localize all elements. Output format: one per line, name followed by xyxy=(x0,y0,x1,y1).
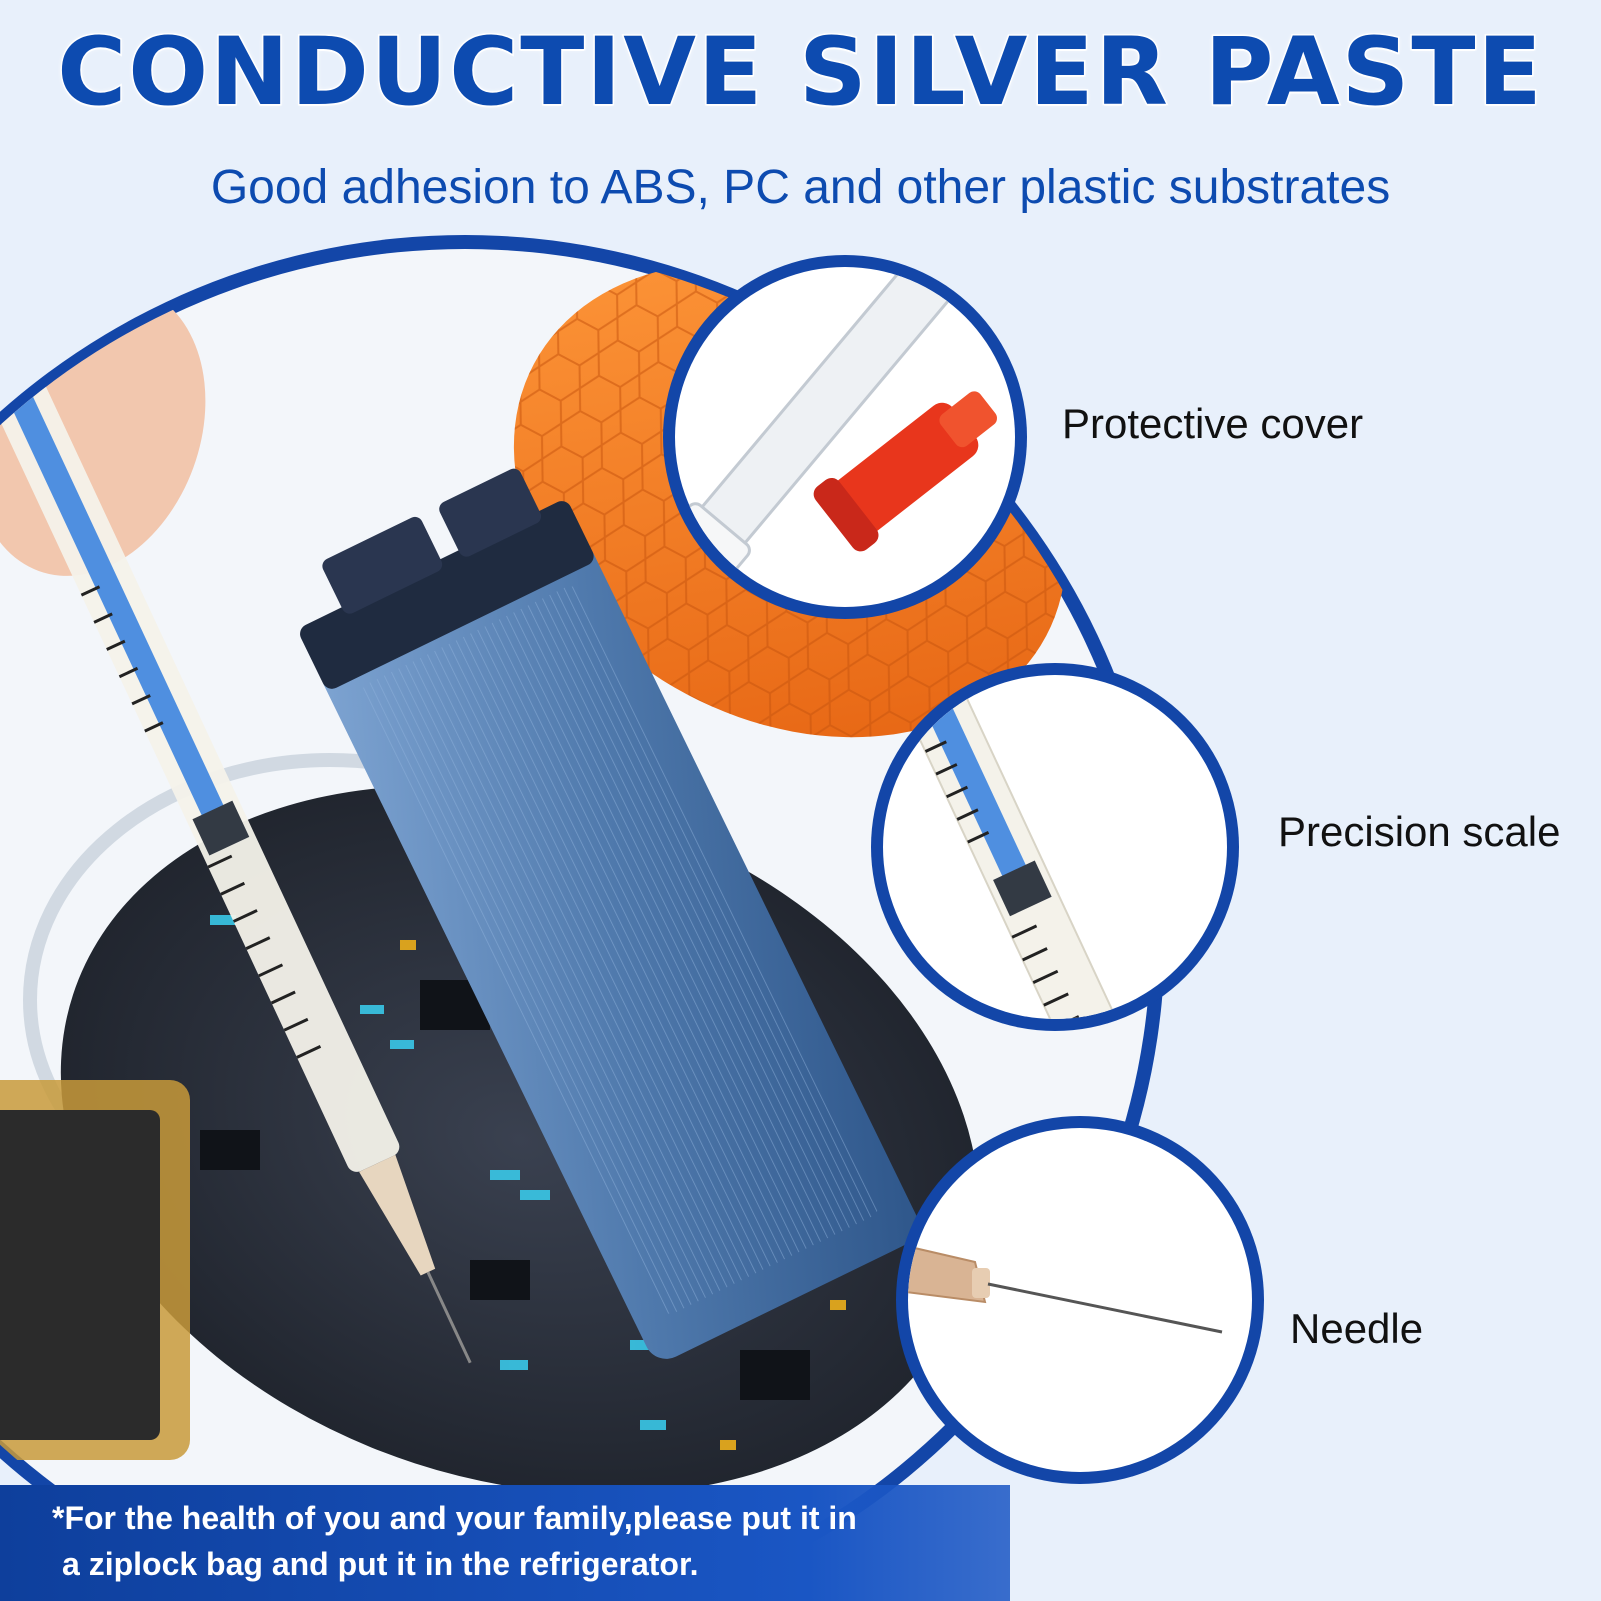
feature-circle-needle xyxy=(896,1116,1264,1484)
storage-notice-line-1: *For the health of you and your family,p… xyxy=(52,1500,857,1536)
storage-notice-banner: *For the health of you and your family,p… xyxy=(0,1485,1010,1601)
page-title: CONDUCTIVE SILVER PASTE xyxy=(56,17,1544,129)
protective-cover-icon xyxy=(675,267,997,579)
feature-circle-protective-cover xyxy=(663,255,1027,619)
feature-label-needle: Needle xyxy=(1290,1305,1424,1352)
storage-notice-line-2: a ziplock bag and put it in the refriger… xyxy=(62,1546,699,1582)
feature-label-precision-scale: Precision scale xyxy=(1278,808,1561,855)
feature-label-protective-cover: Protective cover xyxy=(1062,400,1364,447)
page-subtitle: Good adhesion to ABS, PC and other plast… xyxy=(210,161,1391,214)
ssd-enclosure xyxy=(300,468,919,1359)
main-syringe xyxy=(0,339,472,1364)
feature-circle-precision-scale xyxy=(871,663,1239,1031)
needle-icon xyxy=(908,1238,1223,1334)
